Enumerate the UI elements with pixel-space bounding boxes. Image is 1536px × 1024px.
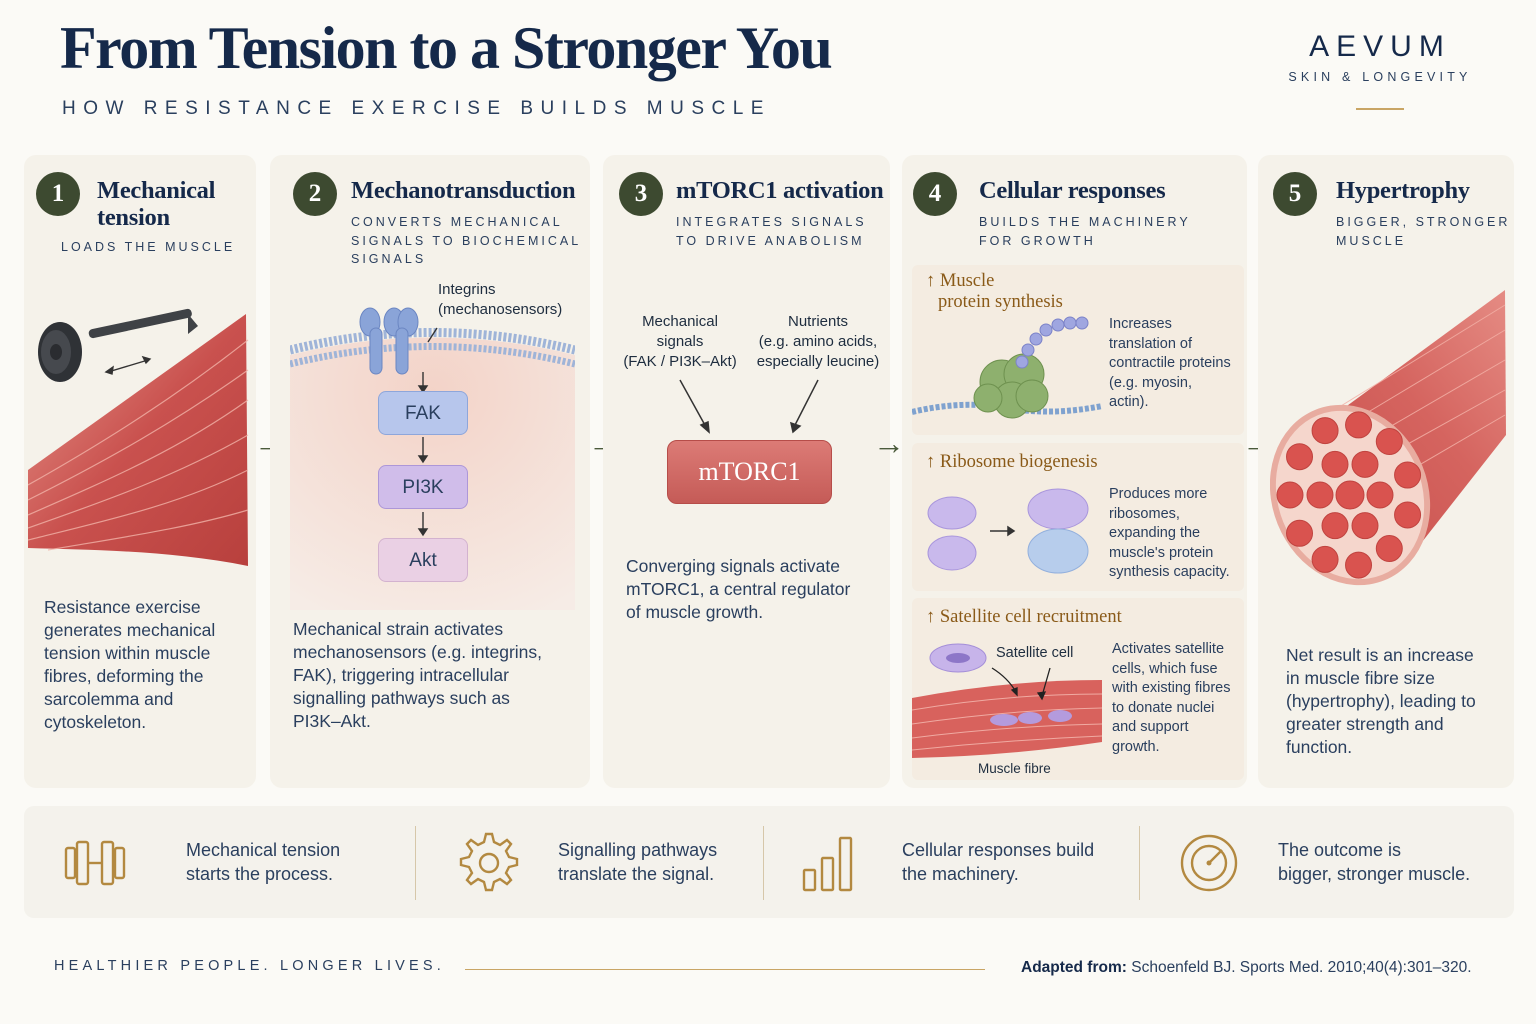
footer-divider: [465, 969, 985, 970]
muscle-fibre-bundle: [1286, 519, 1314, 547]
satellite-cell-illustration: [912, 643, 1103, 758]
ribosome-multiplication-illustration: [927, 488, 1089, 574]
brand-logo: AEVUM SKIN & LONGEVITY: [1270, 30, 1490, 110]
nutrients-label: Nutrients(e.g. amino acids,especially le…: [756, 313, 880, 370]
page-title: From Tension to a Stronger You: [60, 15, 833, 81]
muscle-fibre-bundle: [1394, 501, 1422, 529]
brand-divider: [1356, 108, 1404, 110]
muscle-fibre-bundle: [1345, 551, 1373, 579]
step-number-2: 2: [293, 172, 337, 216]
dumbbell-icon: [64, 840, 126, 886]
muscle-fibre-bundle: [1321, 512, 1349, 540]
summary-divider: [1139, 826, 1140, 900]
step-title-2: Mechanotransduction: [351, 177, 576, 204]
muscle-fibre-bundle: [1311, 545, 1339, 573]
fak-node: FAK: [378, 391, 468, 435]
bar-chart-icon: [802, 836, 853, 892]
footer-slogan: HEALTHIER PEOPLE. LONGER LIVES.: [54, 958, 446, 974]
step-number-3: 3: [619, 172, 663, 216]
muscle-illustration: [28, 308, 249, 566]
muscle-fibre-bundle: [1351, 512, 1379, 540]
mtorc1-hub: mTORC1: [667, 440, 832, 504]
flow-arrow-3: →: [873, 425, 905, 461]
muscle-fibre-bundle: [1394, 461, 1422, 489]
citation-text: Schoenfeld BJ. Sports Med. 2010;40(4):30…: [1131, 959, 1472, 976]
integrin-receptor-icon: [359, 307, 419, 375]
akt-node: Akt: [378, 538, 468, 582]
response-title-satellite-cell: ↑ Satellite cell recruitment: [926, 607, 1122, 627]
gear-icon: [459, 832, 519, 892]
muscle-fibre-bundle: [1276, 481, 1304, 509]
footer-citation: Adapted from: Schoenfeld BJ. Sports Med.…: [1021, 959, 1472, 977]
muscle-fibre-bundle: [1306, 481, 1334, 509]
page-subtitle: HOW RESISTANCE EXERCISE BUILDS MUSCLE: [62, 98, 771, 119]
brand-name: AEVUM: [1309, 30, 1451, 63]
muscle-fibre-bundle: [1311, 417, 1339, 445]
muscle-fibre-bundle: [1375, 427, 1403, 455]
satellite-cell-label: Satellite cell: [996, 645, 1074, 661]
step-subtitle-1: LOADS THE MUSCLE: [61, 240, 236, 254]
citation-label: Adapted from:: [1021, 959, 1127, 976]
muscle-fibre-bundle: [1366, 481, 1394, 509]
step-number-4: 4: [913, 172, 957, 216]
step-title-5: Hypertrophy: [1336, 177, 1470, 204]
muscle-fibre-bundle: [1351, 450, 1379, 478]
muscle-fibre-label: Muscle fibre: [978, 761, 1051, 776]
step-title-3: mTORC1 activation: [676, 177, 884, 204]
muscle-fibre-bundle: [1345, 411, 1373, 439]
pi3k-node: PI3K: [378, 465, 468, 509]
muscle-fibre-bundle: [1335, 480, 1365, 510]
summary-divider: [763, 826, 764, 900]
muscle-fibre-bundle: [1321, 450, 1349, 478]
muscle-fibre-cross-section: [1276, 411, 1422, 579]
muscle-fibre-bundle: [1375, 535, 1403, 563]
response-title-ribosome-biogenesis: ↑ Ribosome biogenesis: [926, 452, 1098, 472]
ribosome-translation-illustration: [912, 316, 1102, 419]
muscle-fibre-bundle: [1286, 443, 1314, 471]
brand-tagline: SKIN & LONGEVITY: [1288, 70, 1472, 84]
converging-arrows: [679, 379, 819, 434]
target-icon: [1180, 834, 1238, 892]
step-number-5: 5: [1273, 172, 1317, 216]
weight-icon: [38, 308, 198, 382]
step-title-4: Cellular responses: [979, 177, 1166, 204]
summary-strip: [24, 806, 1514, 918]
step-number-1: 1: [36, 172, 80, 216]
summary-divider: [415, 826, 416, 900]
hypertrophied-muscle-illustration: [1270, 290, 1506, 586]
integrins-label: Integrins(mechanosensors): [438, 281, 563, 318]
